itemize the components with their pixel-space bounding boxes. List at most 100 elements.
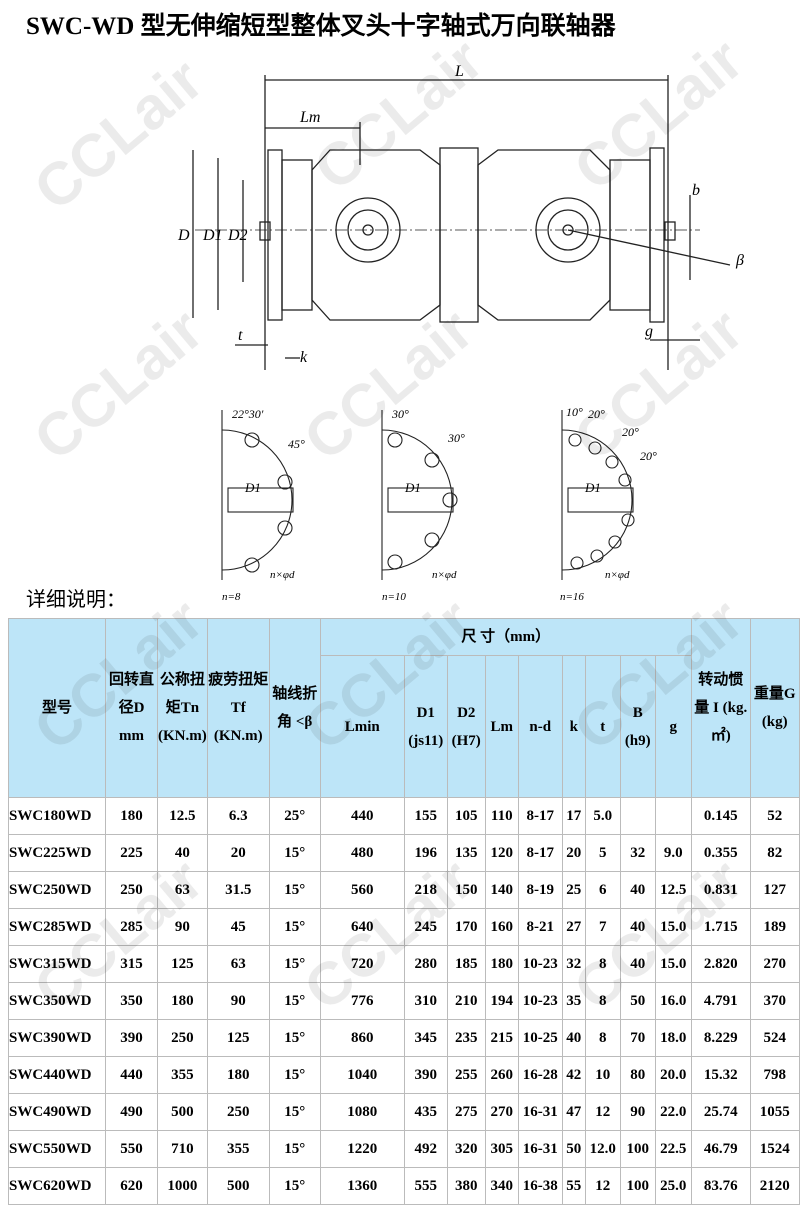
- model-cell: SWC285WD: [8, 908, 106, 946]
- table-cell: 225: [105, 834, 158, 872]
- dim-beta: β: [735, 252, 744, 269]
- model-cell: SWC350WD: [8, 982, 106, 1020]
- header-inertia: 转动惯量 I (kg.㎡): [690, 618, 751, 798]
- table-cell: 25°: [268, 797, 321, 835]
- table-cell: 15°: [268, 1167, 321, 1205]
- table-cell: 0.831: [690, 871, 751, 909]
- table-cell: 798: [749, 1056, 800, 1094]
- table-cell: 1055: [749, 1093, 800, 1131]
- flange-n8: 22°30' 45° D1 n×φd n=8: [221, 407, 305, 603]
- table-cell: 10: [584, 1056, 621, 1094]
- dim-g: g: [645, 323, 653, 340]
- table-cell: 63: [206, 945, 270, 983]
- angle-label: 45°: [288, 437, 305, 451]
- table-cell: 720: [319, 945, 405, 983]
- header-d2: D2 (H7): [446, 655, 486, 798]
- table-cell: 218: [403, 871, 448, 909]
- table-cell: 22.5: [654, 1130, 692, 1168]
- table-cell: 1000: [157, 1167, 208, 1205]
- table-cell: 440: [105, 1056, 158, 1094]
- table-cell: 189: [749, 908, 800, 946]
- table-cell: 315: [105, 945, 158, 983]
- table-cell: 10-25: [517, 1019, 563, 1057]
- table-cell: 555: [403, 1167, 448, 1205]
- header-tn: 公称扭矩Tn (KN.m): [157, 618, 208, 798]
- flange-n10: 30° 30° D1 n×φd n=10: [381, 407, 465, 603]
- table-cell: 135: [446, 834, 486, 872]
- table-cell: 250: [157, 1019, 208, 1057]
- table-cell: 12: [584, 1167, 621, 1205]
- table-cell: 12.0: [584, 1130, 621, 1168]
- table-cell: 355: [206, 1130, 270, 1168]
- model-cell: SWC440WD: [8, 1056, 106, 1094]
- table-cell: [619, 797, 656, 835]
- table-cell: 170: [446, 908, 486, 946]
- table-cell: 8: [584, 1019, 621, 1057]
- table-cell: 35: [561, 982, 586, 1020]
- model-cell: SWC315WD: [8, 945, 106, 983]
- table-cell: 550: [105, 1130, 158, 1168]
- table-cell: 180: [157, 982, 208, 1020]
- model-cell: SWC620WD: [8, 1167, 106, 1205]
- table-cell: 2.820: [690, 945, 751, 983]
- table-cell: 250: [206, 1093, 270, 1131]
- d1-label: D1: [404, 480, 421, 495]
- table-cell: 80: [619, 1056, 656, 1094]
- dim-b: b: [692, 182, 700, 199]
- table-cell: 31.5: [206, 871, 270, 909]
- hole-label: n×φd: [270, 569, 295, 581]
- d1-label: D1: [244, 480, 261, 495]
- table-cell: 480: [319, 834, 405, 872]
- table-cell: 370: [749, 982, 800, 1020]
- table-cell: 20: [561, 834, 586, 872]
- table-cell: 160: [484, 908, 519, 946]
- n-label: n=16: [560, 591, 584, 603]
- table-cell: 25.74: [690, 1093, 751, 1131]
- table-cell: 90: [619, 1093, 656, 1131]
- section-heading: 详细说明：: [26, 589, 126, 611]
- table-cell: 1040: [319, 1056, 405, 1094]
- table-cell: 345: [403, 1019, 448, 1057]
- angle-label: 30°: [447, 431, 465, 445]
- model-cell: SWC225WD: [8, 834, 106, 872]
- table-cell: 15°: [268, 945, 321, 983]
- table-cell: 270: [484, 1093, 519, 1131]
- angle-label: 20°: [588, 407, 605, 421]
- table-cell: 8-21: [517, 908, 563, 946]
- header-beta: 轴线折角 <β: [268, 618, 321, 798]
- table-cell: 22.0: [654, 1093, 692, 1131]
- table-cell: 500: [157, 1093, 208, 1131]
- table-cell: 285: [105, 908, 158, 946]
- model-cell: SWC250WD: [8, 871, 106, 909]
- table-cell: 7: [584, 908, 621, 946]
- table-cell: 1220: [319, 1130, 405, 1168]
- header-tf: 疲劳扭矩Tf (KN.m): [206, 618, 270, 798]
- n-label: n=8: [222, 591, 241, 603]
- table-cell: 125: [157, 945, 208, 983]
- table-cell: 52: [749, 797, 800, 835]
- table-cell: 0.145: [690, 797, 751, 835]
- dim-L: L: [454, 63, 464, 80]
- table-cell: 16-31: [517, 1130, 563, 1168]
- table-cell: 150: [446, 871, 486, 909]
- table-cell: 40: [157, 834, 208, 872]
- header-dims: 尺 寸（mm）: [319, 618, 692, 656]
- table-cell: 40: [619, 945, 656, 983]
- table-cell: 245: [403, 908, 448, 946]
- header-weight: 重量G (kg): [749, 618, 800, 798]
- table-cell: 5.0: [584, 797, 621, 835]
- table-cell: 90: [206, 982, 270, 1020]
- table-cell: 15°: [268, 1130, 321, 1168]
- header-lmin: Lmin: [319, 655, 405, 798]
- table-cell: 27: [561, 908, 586, 946]
- header-d: 回转直径D mm: [105, 618, 158, 798]
- table-cell: 280: [403, 945, 448, 983]
- table-cell: 2120: [749, 1167, 800, 1205]
- table-cell: 640: [319, 908, 405, 946]
- table-cell: 127: [749, 871, 800, 909]
- table-cell: 12.5: [157, 797, 208, 835]
- table-cell: 435: [403, 1093, 448, 1131]
